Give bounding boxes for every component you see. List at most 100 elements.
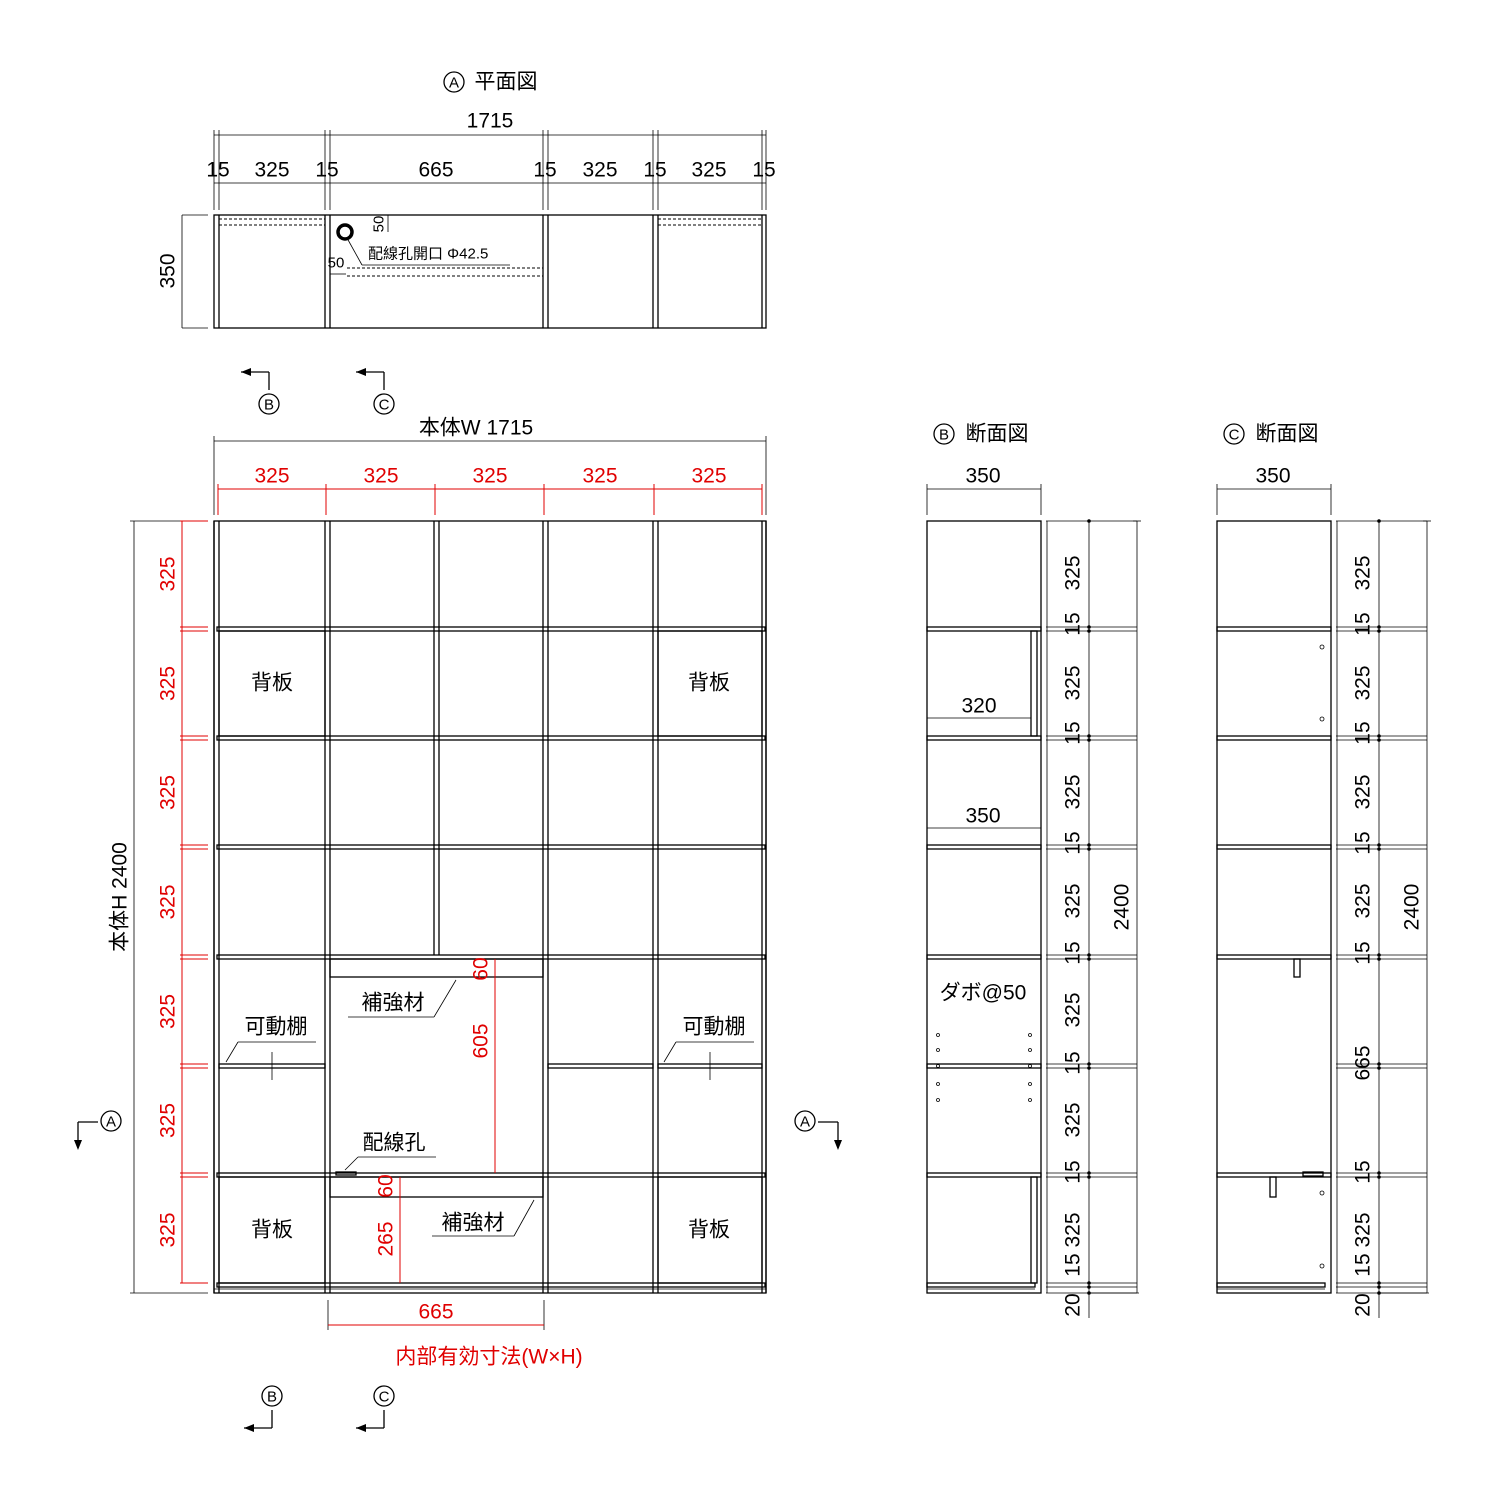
section-b-cut-top-marker-circle: [258, 393, 280, 415]
shelf: [216, 844, 766, 850]
sectionC-dim: 325: [1352, 883, 1375, 918]
shelf: [1216, 626, 1332, 632]
dowel-hole: [1028, 1033, 1032, 1037]
sectionB-total-dim: 2400: [1111, 884, 1134, 931]
sectionC-dim: 15: [1352, 721, 1375, 744]
col-width-dim: 325: [582, 465, 617, 488]
row-height-dim: 325: [157, 884, 180, 919]
sectionC-dim: 325: [1352, 1212, 1375, 1247]
sectionC-marker: C: [1229, 427, 1240, 444]
back-panel-label: 背板: [688, 1219, 730, 1242]
dowel-label: ダボ@50: [940, 982, 1027, 1005]
shelf: [926, 626, 1042, 632]
sectionB-dim: 15: [1062, 612, 1085, 635]
reinforcement-top: [329, 958, 544, 978]
dowel-hole: [1028, 1048, 1032, 1052]
dim-tick: [1377, 519, 1381, 523]
sectionB-dim: 15: [1062, 721, 1085, 744]
dowel-hole: [936, 1048, 940, 1052]
sectionC-depth-dim: 350: [1255, 465, 1290, 488]
sectionC-dim: 15: [1352, 831, 1375, 854]
dowel-hole: [936, 1033, 940, 1037]
plan-seg-dim: 15: [643, 159, 666, 182]
sectionC-dim: 665: [1352, 1045, 1375, 1080]
pin-hole: [1319, 644, 1325, 650]
col-width-dim: 325: [254, 465, 289, 488]
shelf: [216, 626, 766, 632]
wiring-hole-mark: [335, 1171, 357, 1176]
dim-tick: [1377, 843, 1381, 847]
section-b-cut-bottom-marker-circle: [261, 1385, 283, 1407]
plan-outline: [213, 214, 767, 329]
sectionB-title: 断面図: [966, 423, 1029, 446]
plan-seg-dim: 15: [752, 159, 775, 182]
row-height-dim: 325: [157, 775, 180, 810]
sectionB-marker-circle: [933, 423, 955, 445]
sectionC-dim: 325: [1352, 665, 1375, 700]
inner-dim-caption: 内部有効寸法(W×H): [395, 1346, 582, 1369]
shelf: [926, 1063, 1042, 1069]
front-height-label: 本体H 2400: [109, 842, 132, 952]
plan-marker-circle: [443, 71, 465, 93]
section-a-arrowhead: [74, 1140, 82, 1150]
plan-total-dim: 1715: [467, 110, 514, 133]
plan-seg-dim: 325: [691, 159, 726, 182]
dim-tick: [1087, 625, 1091, 629]
reinforcement-section: [1269, 1176, 1277, 1198]
dim-tick: [1087, 1175, 1091, 1179]
dim-tick: [1377, 1281, 1381, 1285]
sectionB-dim: 15: [1062, 831, 1085, 854]
dim-tick: [1377, 734, 1381, 738]
plan-seg-dim: 15: [315, 159, 338, 182]
dim-tick: [1377, 625, 1381, 629]
sectionC-dim: 15: [1352, 941, 1375, 964]
shelf: [1216, 844, 1332, 850]
sectionB-outline: [926, 520, 1042, 1294]
sectionB-depth-dim: 350: [965, 465, 1000, 488]
shelf: [926, 735, 1042, 741]
movable-shelf: [547, 1063, 654, 1069]
row-height-dim: 325: [157, 666, 180, 701]
bottom-shelf: [216, 1282, 766, 1288]
dim-tick: [1087, 1281, 1091, 1285]
dim-tick: [1377, 1062, 1381, 1066]
back-panel-section: [1030, 1176, 1038, 1284]
back-panel-section: [1030, 630, 1038, 737]
sectionB-dim: 15: [1062, 941, 1085, 964]
line: [225, 1041, 239, 1063]
section-a-marker-left-circle: [100, 1110, 122, 1132]
dim-tick: [1087, 1285, 1091, 1289]
movable-shelf-label: 可動棚: [245, 1016, 308, 1039]
sectionB-dim: 15: [1062, 1253, 1085, 1276]
hole-offset-left: 50: [328, 255, 345, 272]
inner-depth-dim-1: 320: [961, 695, 996, 718]
inner-depth-dim-2: 350: [965, 805, 1000, 828]
reinforcement-dim: 60: [470, 957, 493, 980]
plan-marker: A: [449, 75, 459, 92]
sectionB-dim: 325: [1062, 1102, 1085, 1137]
shelf: [216, 954, 766, 960]
wiring-hole-label: 配線孔: [363, 1132, 426, 1155]
dim-tick: [1377, 629, 1381, 633]
line: [433, 979, 457, 1018]
bottom-shelf: [1216, 1282, 1326, 1288]
section-c-cut-bottom-marker: C: [379, 1389, 390, 1406]
reinforcement-section: [1293, 958, 1301, 978]
line: [513, 1199, 535, 1237]
shelf: [926, 844, 1042, 850]
shelf: [926, 954, 1042, 960]
dim-tick: [1377, 1066, 1381, 1070]
section-b-cut-top-arrowhead: [241, 368, 251, 376]
col-width-dim: 325: [472, 465, 507, 488]
section-c-cut-top-arrowhead: [356, 368, 366, 376]
dim-tick: [1087, 957, 1091, 961]
sectionC-dim: 15: [1352, 612, 1375, 635]
dowel-hole: [1028, 1082, 1032, 1086]
dim-tick: [1377, 1171, 1381, 1175]
dowel-hole: [936, 1098, 940, 1102]
bottom-height-dim: 265: [375, 1221, 398, 1256]
plan-depth-dim: 350: [157, 253, 180, 288]
plan-seg-dim: 325: [582, 159, 617, 182]
hole-label: 配線孔開口 Φ42.5: [368, 246, 488, 263]
col-width-dim: 325: [363, 465, 398, 488]
